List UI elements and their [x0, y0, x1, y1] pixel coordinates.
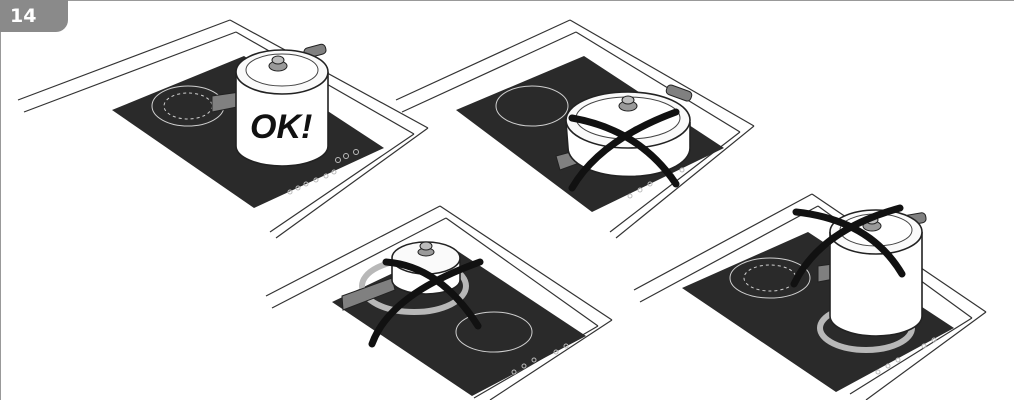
- lid-knob-3: [420, 242, 432, 250]
- pot-4: [818, 210, 927, 336]
- lid-knob-2: [622, 96, 634, 104]
- lid-knob-1: [272, 56, 284, 64]
- ok-label: OK!: [250, 108, 312, 146]
- scene-pan-too-small: [266, 206, 612, 400]
- scene-pot-off-center: [634, 194, 986, 400]
- scene-pan-too-large: [396, 20, 754, 238]
- scene-correct-pot: OK!: [18, 20, 428, 238]
